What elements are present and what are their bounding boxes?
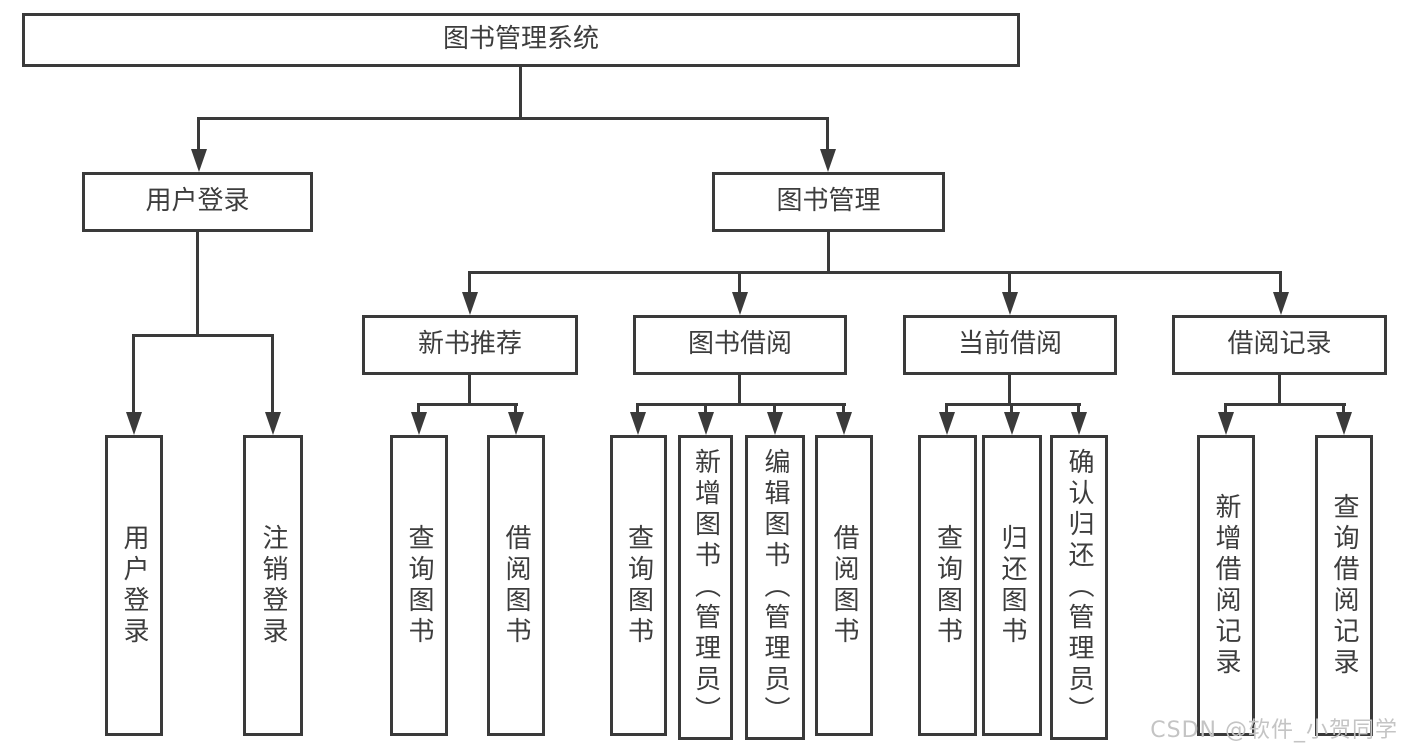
arrow-down-icon: [1071, 412, 1087, 435]
connector-line: [468, 271, 1282, 274]
node-leaf-add-books: 新增图书（管理员）: [678, 435, 733, 740]
connector-line: [738, 375, 741, 406]
connector-line: [271, 334, 274, 415]
arrow-down-icon: [630, 412, 646, 435]
arrow-down-icon: [732, 292, 748, 315]
arrow-down-icon: [939, 412, 955, 435]
connector-line: [1008, 271, 1011, 296]
node-book-management: 图书管理: [712, 172, 945, 232]
connector-line: [827, 232, 830, 274]
connector-line: [417, 403, 420, 416]
connector-line: [468, 375, 471, 406]
connector-line: [1224, 403, 1227, 416]
watermark: CSDN @软件_小贺同学: [1150, 718, 1398, 743]
node-leaf-query-books-3: 查询图书: [918, 435, 977, 736]
connector-line: [945, 403, 1081, 406]
connector-line: [519, 66, 522, 120]
node-leaf-confirm-return: 确认归还（管理员）: [1050, 435, 1108, 740]
connector-line: [636, 403, 846, 406]
node-leaf-borrow-books-1: 借阅图书: [487, 435, 545, 736]
connector-line: [704, 403, 707, 416]
node-leaf-query-borrow-rec: 查询借阅记录: [1315, 435, 1373, 736]
connector-line: [945, 403, 948, 416]
node-book-borrowing: 图书借阅: [633, 315, 847, 375]
arrow-down-icon: [698, 412, 714, 435]
node-borrowing-records: 借阅记录: [1172, 315, 1387, 375]
connector-line: [1010, 403, 1013, 416]
connector-line: [197, 117, 829, 120]
arrow-down-icon: [836, 412, 852, 435]
arrow-down-icon: [1002, 292, 1018, 315]
connector-line: [417, 403, 518, 406]
node-leaf-logout: 注销登录: [243, 435, 303, 736]
connector-line: [197, 117, 200, 153]
arrow-down-icon: [1273, 292, 1289, 315]
arrow-down-icon: [508, 412, 524, 435]
connector-line: [1224, 403, 1346, 406]
arrow-down-icon: [191, 149, 207, 172]
arrow-down-icon: [1336, 412, 1352, 435]
node-leaf-user-login: 用户登录: [105, 435, 163, 736]
connector-line: [1008, 375, 1011, 406]
arrow-down-icon: [411, 412, 427, 435]
node-leaf-query-books-2: 查询图书: [610, 435, 667, 736]
node-leaf-return-books: 归还图书: [982, 435, 1042, 736]
connector-line: [1342, 403, 1345, 416]
connector-line: [1077, 403, 1080, 416]
arrow-down-icon: [767, 412, 783, 435]
connector-line: [842, 403, 845, 416]
connector-line: [1278, 375, 1281, 406]
connector-line: [514, 403, 517, 416]
connector-line: [132, 334, 135, 415]
connector-line: [1279, 271, 1282, 296]
node-user-login-module: 用户登录: [82, 172, 313, 232]
connector-line: [132, 334, 274, 337]
node-leaf-edit-books: 编辑图书（管理员）: [745, 435, 805, 740]
node-root-system: 图书管理系统: [22, 13, 1020, 67]
connector-line: [468, 271, 471, 296]
connector-line: [196, 232, 199, 337]
node-current-borrowing: 当前借阅: [903, 315, 1117, 375]
node-leaf-borrow-books-2: 借阅图书: [815, 435, 873, 736]
arrow-down-icon: [462, 292, 478, 315]
connector-line: [773, 403, 776, 416]
arrow-down-icon: [265, 412, 281, 435]
node-leaf-query-books-1: 查询图书: [390, 435, 448, 736]
node-new-book-recommend: 新书推荐: [362, 315, 578, 375]
arrow-down-icon: [1004, 412, 1020, 435]
connector-line: [826, 117, 829, 153]
arrow-down-icon: [126, 412, 142, 435]
connector-line: [636, 403, 639, 416]
arrow-down-icon: [820, 149, 836, 172]
node-leaf-add-borrow-rec: 新增借阅记录: [1197, 435, 1255, 736]
connector-line: [738, 271, 741, 296]
arrow-down-icon: [1218, 412, 1234, 435]
